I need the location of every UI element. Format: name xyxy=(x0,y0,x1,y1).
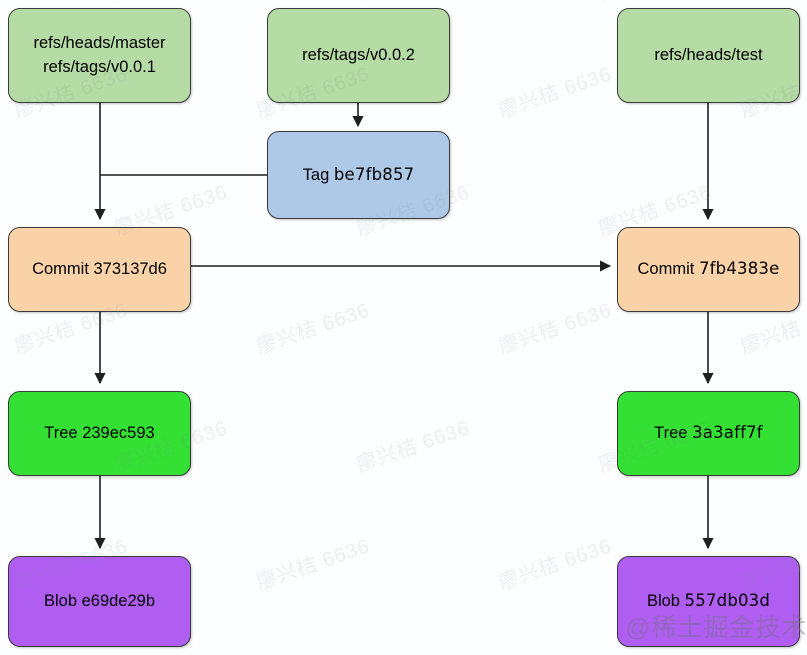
node-label-line: Blob 557db03d xyxy=(647,589,770,613)
node-label-line: refs/heads/master xyxy=(33,34,166,53)
node-label-prefix: Blob xyxy=(646,592,685,611)
node-label-line: Tag be7fb857 xyxy=(303,163,415,187)
node-label-prefix: Tree xyxy=(654,424,693,443)
node-commit-373137d6[interactable]: Commit 373137d6 xyxy=(8,227,191,312)
node-label-prefix: Tag xyxy=(302,165,334,184)
node-label-hash: 3a3aff7f xyxy=(692,423,763,443)
node-label-hash: 239ec593 xyxy=(82,423,155,442)
node-label-line: Commit 7fb4383e xyxy=(638,257,780,281)
node-label-line: Commit 373137d6 xyxy=(32,258,167,281)
node-ref-heads-master[interactable]: refs/heads/master refs/tags/v0.0.1 xyxy=(8,8,191,103)
node-blob-557db03d[interactable]: Blob 557db03d xyxy=(617,556,800,647)
node-ref-heads-test[interactable]: refs/heads/test xyxy=(617,8,800,103)
node-label-hash: 373137d6 xyxy=(93,259,167,278)
node-label-line: Blob e69de29b xyxy=(44,590,155,613)
node-label-hash: e69de29b xyxy=(81,591,156,610)
node-label-hash: 557db03d xyxy=(684,591,771,611)
node-commit-7fb4383e[interactable]: Commit 7fb4383e xyxy=(617,227,800,312)
node-label-prefix: Blob xyxy=(43,591,82,610)
node-label-prefix: Commit xyxy=(32,259,94,278)
node-ref-tags-v002[interactable]: refs/tags/v0.0.2 xyxy=(267,8,450,103)
node-tree-239ec593[interactable]: Tree 239ec593 xyxy=(8,391,191,476)
node-label-hash: 7fb4383e xyxy=(698,259,780,279)
node-label-line: Tree 3a3aff7f xyxy=(654,421,763,445)
node-tag-be7fb857[interactable]: Tag be7fb857 xyxy=(267,131,450,219)
node-label-line: refs/heads/test xyxy=(654,45,763,64)
node-label-line: refs/tags/v0.0.2 xyxy=(302,45,415,64)
node-label-prefix: Commit xyxy=(637,260,699,279)
node-label-line: refs/tags/v0.0.1 xyxy=(43,57,156,76)
node-label-prefix: Tree xyxy=(44,423,83,442)
node-label-hash: be7fb857 xyxy=(333,164,415,184)
node-label-line: Tree 239ec593 xyxy=(44,422,154,445)
node-blob-e69de29b[interactable]: Blob e69de29b xyxy=(8,556,191,647)
node-tree-3a3aff7f[interactable]: Tree 3a3aff7f xyxy=(617,391,800,476)
